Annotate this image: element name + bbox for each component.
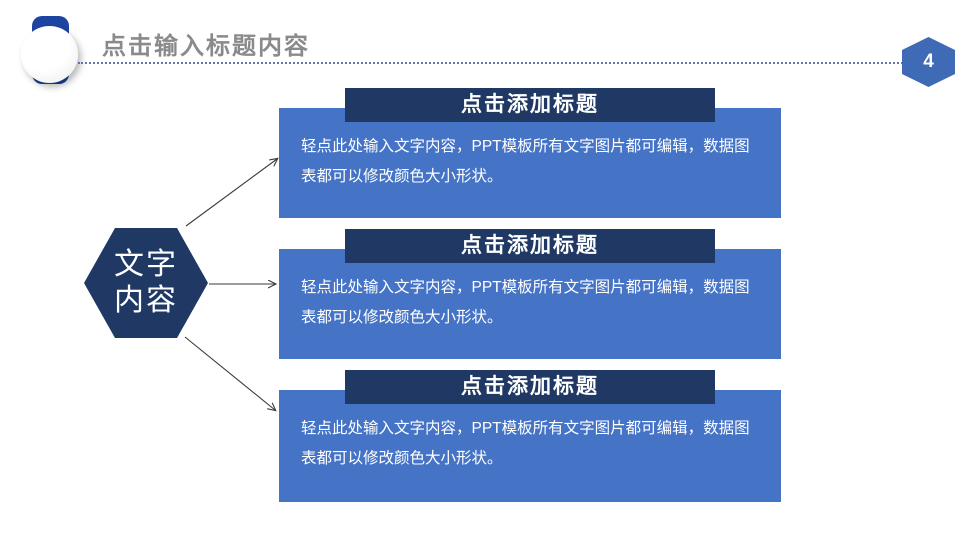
dotted-divider-line [78,62,906,64]
hexagon-label-line2: 内容 [114,284,178,317]
box-2-title-placeholder[interactable]: 点击添加标题 [345,229,715,263]
box-3-body-placeholder[interactable]: 轻点此处输入文字内容，PPT模板所有文字图片都可编辑，数据图表都可以修改颜色大小… [301,420,750,467]
decorative-circle-icon [21,26,78,83]
hexagon-label-line1: 文字 [114,248,178,281]
content-box-2[interactable]: 点击添加标题 轻点此处输入文字内容，PPT模板所有文字图片都可编辑，数据图表都可… [279,229,781,359]
page-number-hexagon-badge: 4 [902,37,955,87]
connector-arrows-icon [184,130,290,430]
box-2-body-placeholder[interactable]: 轻点此处输入文字内容，PPT模板所有文字图片都可编辑，数据图表都可以修改颜色大小… [301,279,750,326]
content-box-1[interactable]: 点击添加标题 轻点此处输入文字内容，PPT模板所有文字图片都可编辑，数据图表都可… [279,88,781,218]
content-box-3[interactable]: 点击添加标题 轻点此处输入文字内容，PPT模板所有文字图片都可编辑，数据图表都可… [279,370,781,502]
box-1-body-placeholder[interactable]: 轻点此处输入文字内容，PPT模板所有文字图片都可编辑，数据图表都可以修改颜色大小… [301,138,750,185]
box-3-title-placeholder[interactable]: 点击添加标题 [345,370,715,404]
page-number: 4 [923,51,934,72]
slide-title-placeholder[interactable]: 点击输入标题内容 [102,33,310,60]
box-1-title-placeholder[interactable]: 点击添加标题 [345,88,715,122]
